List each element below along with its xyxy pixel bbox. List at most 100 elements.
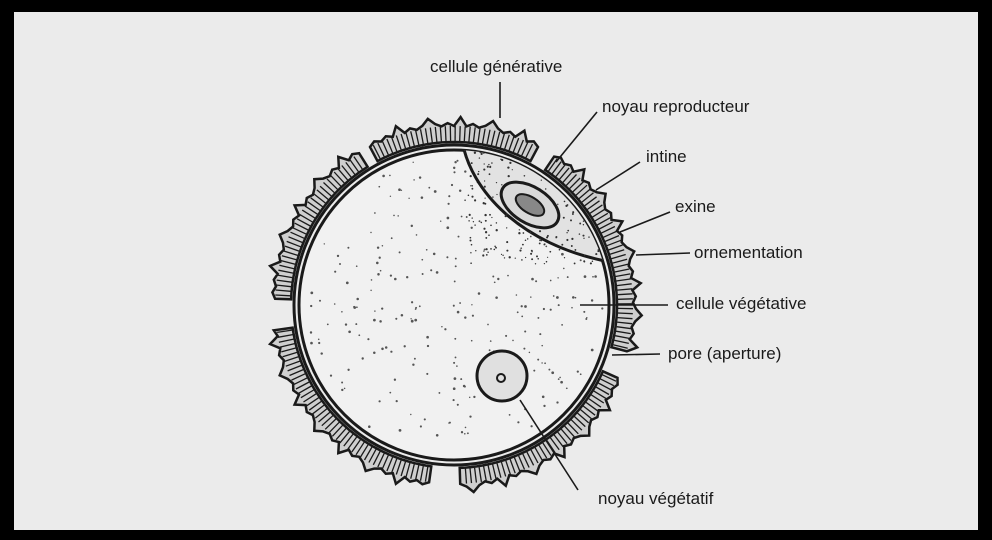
stipple-dot — [399, 429, 402, 432]
stipple-dot — [615, 205, 617, 207]
stipple-dot — [530, 296, 531, 297]
stipple-dot — [416, 234, 418, 236]
stipple-dot — [557, 204, 558, 205]
stipple-dot — [546, 261, 548, 263]
stipple-dot — [454, 377, 457, 380]
stipple-dot — [382, 245, 384, 247]
stipple-dot — [451, 184, 453, 186]
stipple-dot — [381, 307, 383, 309]
stipple-dot — [379, 257, 381, 259]
stipple-dot — [495, 247, 497, 249]
stipple-dot — [515, 257, 516, 258]
stipple-dot — [539, 240, 541, 242]
stipple-dot — [523, 232, 525, 234]
stipple-dot — [556, 296, 559, 299]
stipple-dot — [504, 257, 505, 258]
stipple-dot — [345, 323, 347, 325]
stipple-dot — [550, 309, 552, 311]
stipple-dot — [512, 169, 513, 170]
stipple-dot — [379, 400, 381, 402]
stipple-dot — [614, 188, 616, 190]
stipple-dot — [446, 226, 449, 229]
stipple-dot — [539, 242, 541, 244]
stipple-dot — [471, 304, 472, 305]
stipple-dot — [485, 231, 487, 233]
stipple-dot — [478, 171, 479, 172]
stipple-dot — [531, 278, 534, 281]
stipple-dot — [564, 157, 565, 158]
stipple-dot — [555, 237, 557, 239]
stipple-dot — [480, 222, 482, 224]
stipple-dot — [537, 163, 539, 165]
stipple-dot — [367, 338, 369, 340]
stipple-dot — [362, 357, 364, 359]
stipple-dot — [615, 200, 616, 201]
stipple-dot — [571, 238, 573, 240]
stipple-dot — [473, 221, 474, 222]
stipple-dot — [389, 392, 391, 394]
stipple-dot — [468, 220, 469, 221]
stipple-dot — [348, 330, 351, 333]
stipple-dot — [447, 217, 450, 220]
stipple-dot — [494, 281, 496, 283]
stipple-dot — [484, 203, 486, 205]
stipple-dot — [516, 294, 518, 296]
stipple-dot — [541, 180, 542, 181]
stipple-dot — [310, 331, 312, 333]
stipple-dot — [474, 224, 475, 225]
stipple-dot — [494, 246, 496, 248]
stipple-dot — [355, 323, 357, 325]
stipple-dot — [572, 296, 575, 299]
stipple-dot — [509, 414, 511, 416]
stipple-dot — [609, 172, 611, 174]
stipple-dot — [603, 168, 605, 170]
stipple-dot — [486, 254, 488, 256]
stipple-dot — [481, 153, 483, 155]
stipple-dot — [541, 362, 542, 363]
stipple-dot — [394, 379, 396, 381]
stipple-dot — [496, 229, 498, 231]
stipple-dot — [471, 340, 473, 342]
stipple-dot — [546, 236, 548, 238]
stipple-dot — [580, 259, 582, 261]
stipple-dot — [540, 161, 542, 163]
stipple-dot — [378, 186, 380, 188]
stipple-dot — [461, 216, 463, 218]
stipple-dot — [496, 222, 498, 224]
stipple-dot — [482, 254, 484, 256]
stipple-dot — [390, 274, 392, 276]
stipple-dot — [470, 237, 472, 239]
stipple-dot — [584, 152, 585, 153]
stipple-dot — [474, 199, 476, 201]
stipple-dot — [493, 249, 495, 251]
stipple-dot — [419, 176, 421, 178]
stipple-dot — [397, 215, 399, 217]
stipple-dot — [525, 257, 526, 258]
stipple-dot — [590, 168, 591, 169]
stipple-dot — [574, 249, 576, 251]
stipple-dot — [420, 425, 422, 427]
stipple-dot — [530, 231, 532, 233]
stipple-dot — [320, 352, 322, 354]
stipple-dot — [478, 292, 481, 295]
stipple-dot — [611, 172, 613, 174]
stipple-dot — [564, 257, 565, 258]
stipple-dot — [419, 305, 421, 307]
stipple-dot — [591, 349, 594, 352]
exine-rod — [618, 313, 633, 314]
stipple-dot — [571, 307, 573, 309]
stipple-dot — [530, 253, 532, 255]
stipple-dot — [446, 256, 448, 258]
stipple-dot — [508, 175, 510, 177]
stipple-dot — [324, 243, 325, 244]
stipple-dot — [470, 252, 472, 254]
stipple-dot — [489, 173, 491, 175]
stipple-dot — [509, 162, 511, 164]
stipple-dot — [483, 250, 484, 251]
stipple-dot — [524, 175, 526, 177]
stipple-dot — [471, 227, 473, 229]
stipple-dot — [521, 316, 523, 318]
stipple-dot — [519, 229, 521, 231]
stipple-dot — [455, 258, 457, 260]
